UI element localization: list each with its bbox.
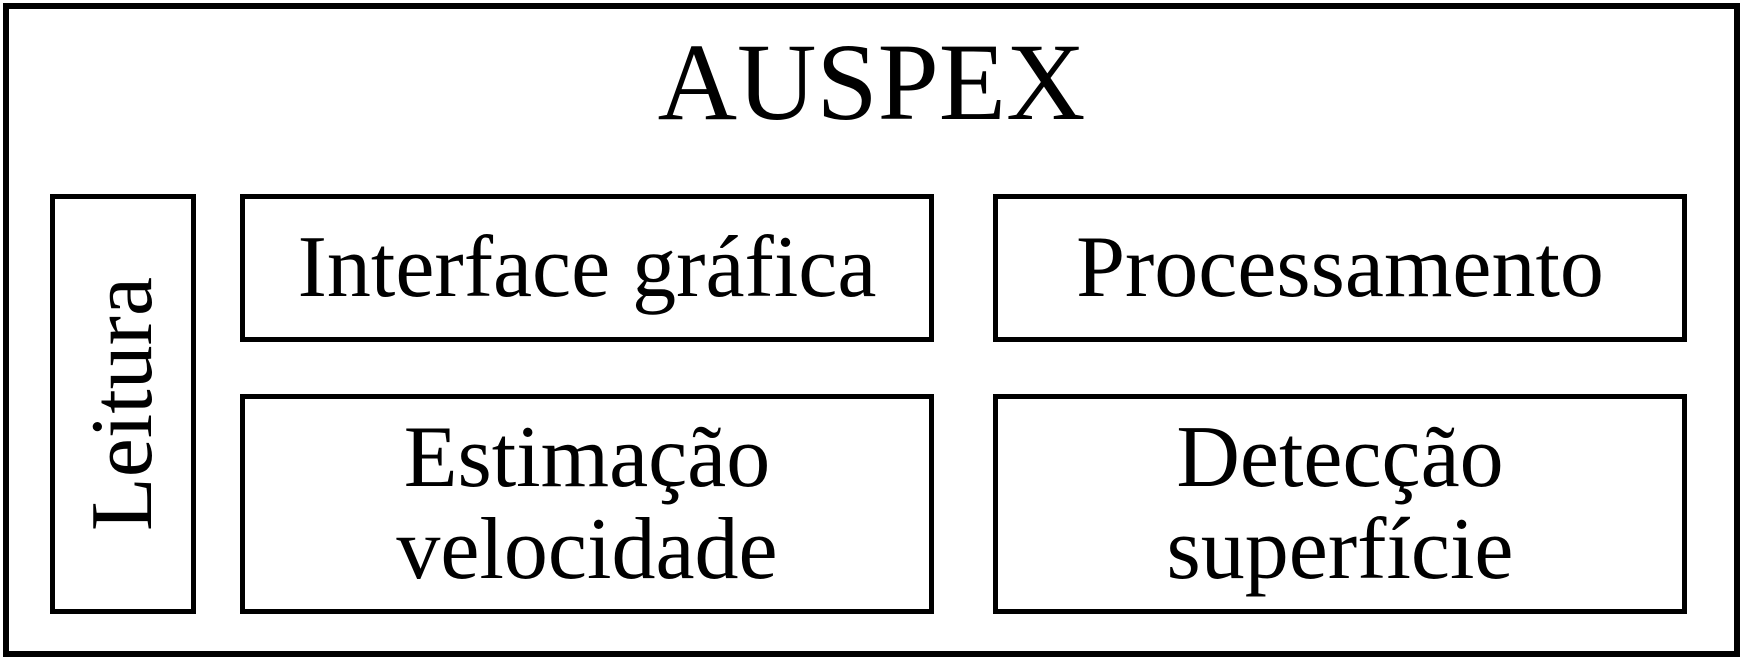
- processamento-module-label: Processamento: [1076, 219, 1604, 316]
- estimacao-velocidade-module-label: Estimação velocidade: [396, 409, 778, 598]
- estimacao-velocidade-module-box: Estimação velocidade: [240, 394, 934, 614]
- deteccao-superficie-module-label: Detecção superfície: [1166, 409, 1514, 598]
- leitura-module-label: Leitura: [74, 276, 172, 532]
- leitura-module-box: Leitura: [50, 194, 196, 614]
- interface-grafica-module-label: Interface gráfica: [297, 219, 877, 316]
- deteccao-superficie-module-box: Detecção superfície: [993, 394, 1687, 614]
- interface-grafica-module-box: Interface gráfica: [240, 194, 934, 342]
- processamento-module-box: Processamento: [993, 194, 1687, 342]
- diagram-title: AUSPEX: [657, 21, 1086, 143]
